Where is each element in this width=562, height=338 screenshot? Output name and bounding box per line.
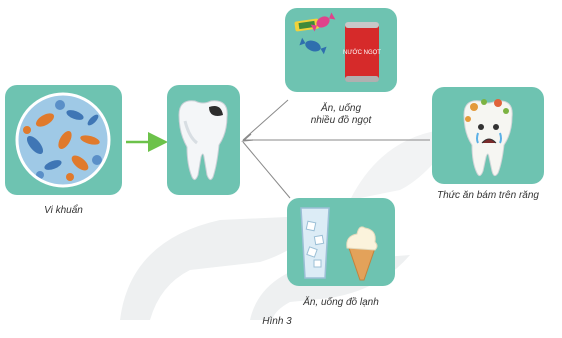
ice-water-and-ice-cream-icon — [287, 198, 395, 286]
sweets-label-line1: Ăn, uống — [285, 103, 397, 115]
leftover-label: Thức ăn bám trên răng — [418, 190, 558, 202]
gray-arrow-from-sweets — [243, 100, 288, 140]
leftover-card — [432, 87, 544, 184]
candy-and-soda-can-icon: NƯỚC NGỌT — [285, 8, 397, 92]
decayed-tooth-card — [167, 85, 240, 195]
bacteria-circle-icon — [5, 85, 122, 195]
decayed-tooth-icon — [167, 85, 240, 195]
cold-card — [287, 198, 395, 286]
gray-arrow-from-cold — [243, 142, 290, 198]
figure-caption: Hình 3 — [252, 316, 302, 328]
bacteria-label: Vi khuẩn — [5, 205, 122, 217]
can-text: NƯỚC NGỌT — [343, 49, 381, 56]
sweets-label-line2: nhiều đồ ngọt — [285, 115, 397, 127]
crying-tooth-with-food-icon — [432, 87, 544, 184]
sweets-label: Ăn, uống nhiều đồ ngọt — [285, 103, 397, 127]
cold-label: Ăn, uống đồ lạnh — [272, 297, 410, 309]
sweets-card: NƯỚC NGỌT — [285, 8, 397, 92]
bacteria-card — [5, 85, 122, 195]
